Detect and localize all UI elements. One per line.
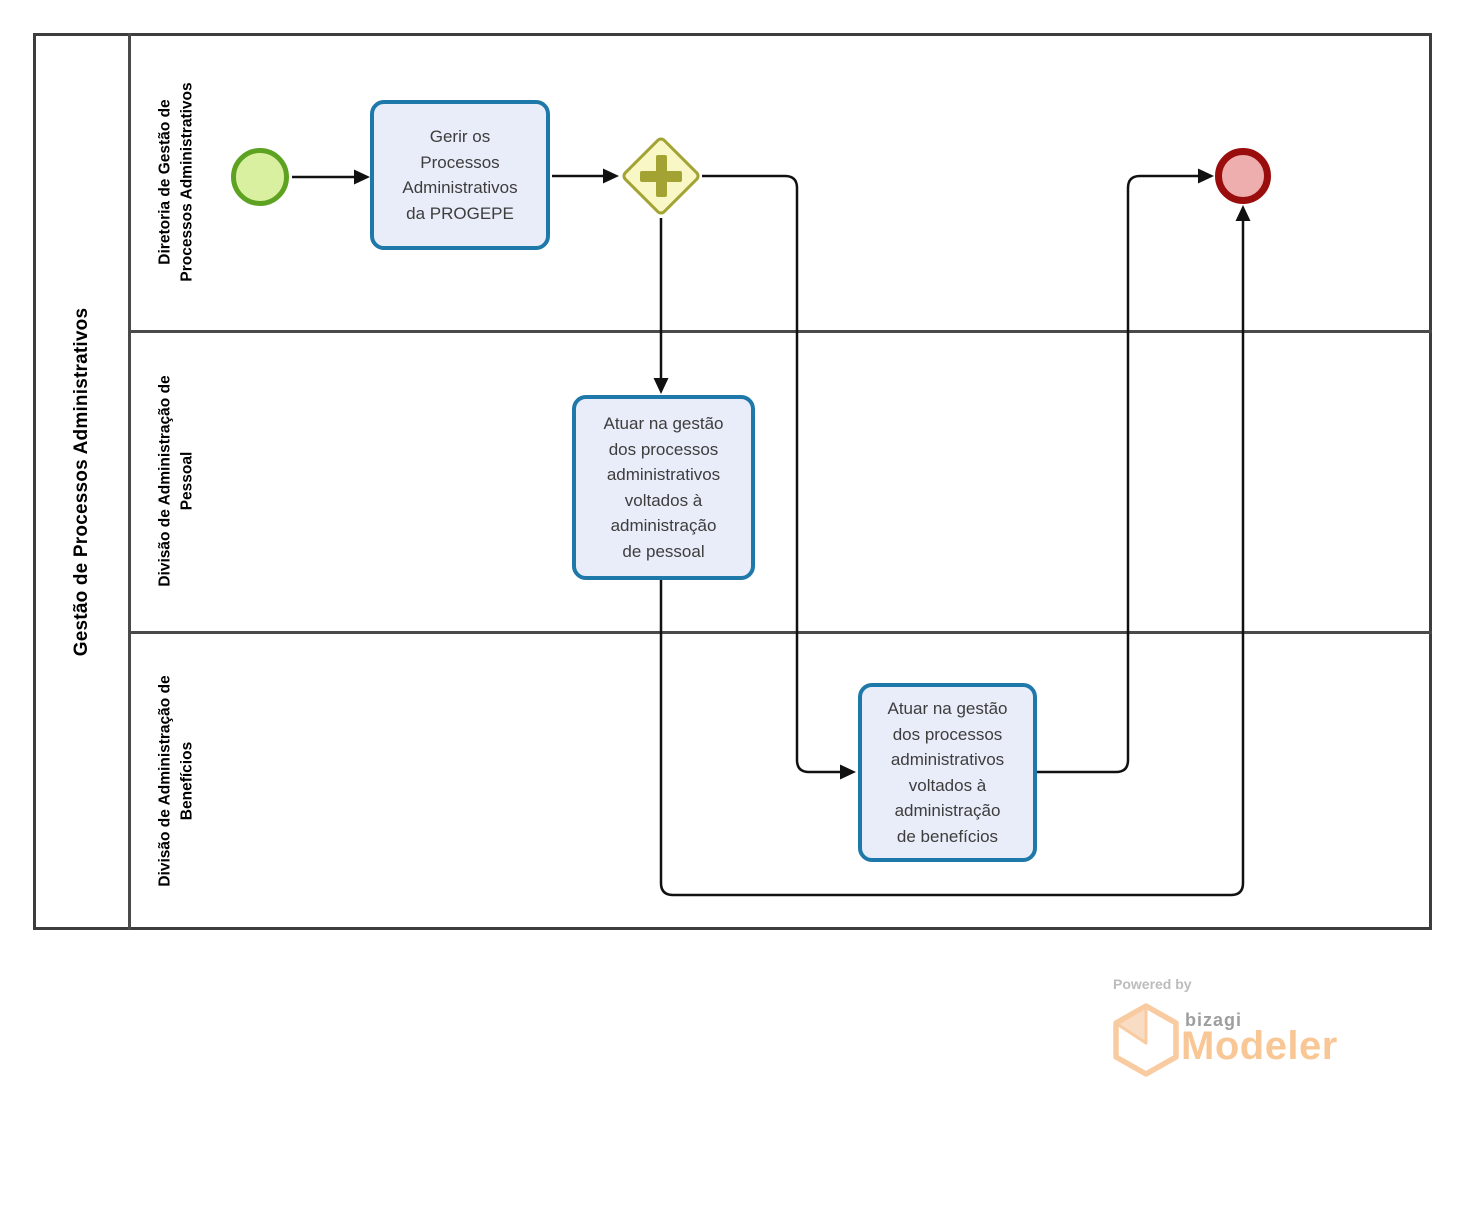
task-administracao-pessoal[interactable]: Atuar na gestão dos processos administra… <box>572 395 755 580</box>
task-label: Atuar na gestão dos processos administra… <box>603 414 724 561</box>
task-administracao-beneficios[interactable]: Atuar na gestão dos processos administra… <box>858 683 1037 862</box>
modeler-wordmark[interactable]: Modeler <box>1181 1024 1338 1068</box>
lane-label-beneficios: Divisão de Administração de Benefícios <box>156 675 196 887</box>
end-event[interactable] <box>1215 148 1271 204</box>
lane-divider-2 <box>131 631 1432 634</box>
task-label: Gerir os Processos Administrativos da PR… <box>402 127 518 223</box>
pool-title: Gestão de Processos Administrativos <box>71 307 93 657</box>
lane-label-diretoria: Diretoria de Gestão de Processos Adminis… <box>156 82 196 282</box>
start-event[interactable] <box>231 148 289 206</box>
powered-by-text: Powered by <box>1113 976 1192 992</box>
task-gerir-processos[interactable]: Gerir os Processos Administrativos da PR… <box>370 100 550 250</box>
task-label: Atuar na gestão dos processos administra… <box>887 699 1008 846</box>
gateway-plus-icon <box>655 155 667 197</box>
pool-title-strip <box>33 33 131 930</box>
lane-divider-1 <box>131 330 1432 333</box>
bizagi-wordmark[interactable]: bizagi <box>1185 1010 1243 1030</box>
bizagi-hexagon-icon[interactable] <box>1110 1002 1182 1078</box>
lane-label-pessoal: Divisão de Administração de Pessoal <box>156 375 196 587</box>
